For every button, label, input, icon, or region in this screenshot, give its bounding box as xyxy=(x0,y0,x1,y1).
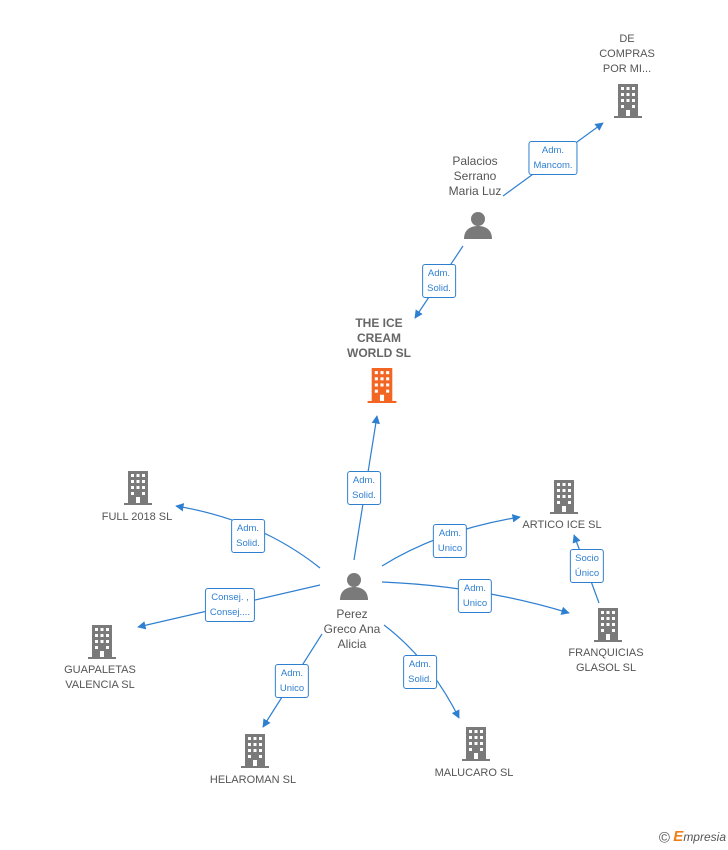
person-icon[interactable] xyxy=(340,573,368,600)
brand-name: mpresia xyxy=(683,829,726,844)
building-icon[interactable] xyxy=(88,625,116,659)
building-icon-focus[interactable] xyxy=(367,368,397,403)
brand-initial: E xyxy=(673,827,684,845)
node-label-guapaletas[interactable]: GUAPALETAS VALENCIA SL xyxy=(64,664,136,691)
building-icon[interactable] xyxy=(124,471,152,505)
edge-label-perez-helaroman[interactable]: Adm. Unico xyxy=(274,664,310,698)
edge-label-franquicias-artico[interactable]: Socio Único xyxy=(569,549,605,583)
edge-label-palacios-focus[interactable]: Adm. Solid. xyxy=(422,264,456,298)
footer-brand: © Empresia xyxy=(659,828,726,846)
building-icon[interactable] xyxy=(241,734,269,768)
building-icon[interactable] xyxy=(614,84,642,118)
node-label-artico[interactable]: ARTICO ICE SL xyxy=(522,519,602,531)
node-label-perez[interactable]: Perez Greco Ana Alicia xyxy=(323,607,381,651)
person-icon[interactable] xyxy=(464,212,492,239)
building-icon[interactable] xyxy=(550,480,578,514)
node-label-palacios[interactable]: Palacios Serrano Maria Luz xyxy=(448,154,502,198)
edge-label-perez-guapaletas[interactable]: Consej. , Consej.... xyxy=(204,588,256,622)
building-icon[interactable] xyxy=(594,608,622,642)
node-label-franquicias[interactable]: FRANQUICIAS GLASOL SL xyxy=(568,647,644,674)
node-label-malucaro[interactable]: MALUCARO SL xyxy=(434,767,514,779)
node-label-focus[interactable]: THE ICE CREAM WORLD SL xyxy=(347,316,411,360)
building-icon[interactable] xyxy=(462,727,490,761)
copyright-icon: © xyxy=(658,829,670,846)
edge-label-perez-artico[interactable]: Adm. Unico xyxy=(432,524,468,558)
node-label-helaroman[interactable]: HELAROMAN SL xyxy=(209,774,297,786)
node-label-decompras[interactable]: DE COMPRAS POR MI... xyxy=(599,33,655,75)
edge-label-palacios-decompras[interactable]: Adm. Mancom. xyxy=(528,141,578,175)
edge-label-perez-focus[interactable]: Adm. Solid. xyxy=(347,471,381,505)
edge-label-perez-franquicias[interactable]: Adm. Unico xyxy=(457,579,493,613)
node-label-full2018[interactable]: FULL 2018 SL xyxy=(101,511,173,523)
edge-label-perez-malucaro[interactable]: Adm. Solid. xyxy=(403,655,437,689)
edge-label-perez-full2018[interactable]: Adm. Solid. xyxy=(231,519,265,553)
